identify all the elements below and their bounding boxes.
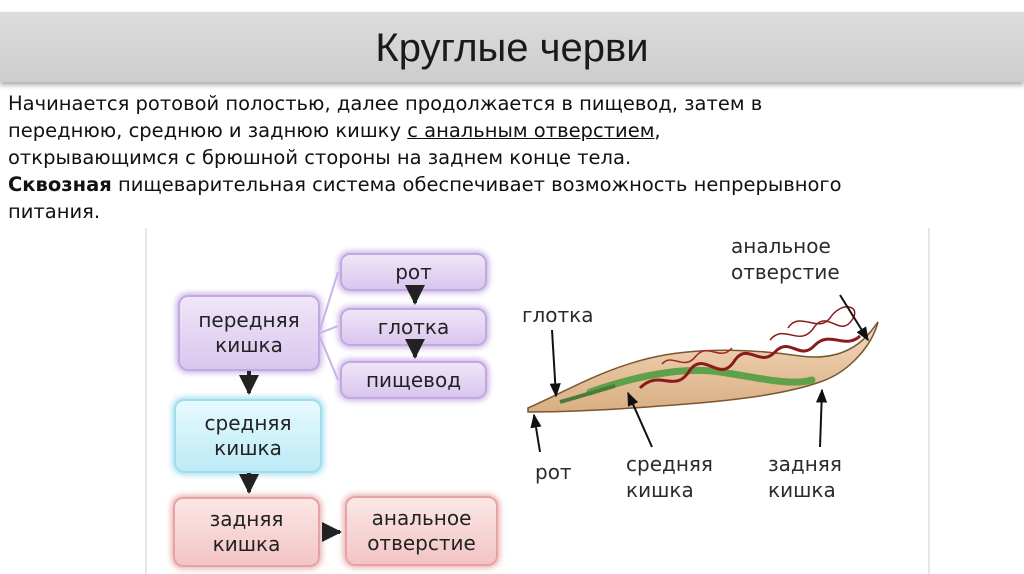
anus-box: анальное отверстие <box>345 496 498 566</box>
text-line-4: Сквозная пищеварительная система обеспеч… <box>8 171 1013 198</box>
worm-label-hind-gut-2: кишка <box>768 478 836 502</box>
hind-gut-box: задняя кишка <box>173 497 320 567</box>
front-gut-label-1: передняя <box>198 308 300 332</box>
worm-label-hind-gut: задняя кишка <box>768 451 842 503</box>
anus-label-1: анальное <box>371 506 472 530</box>
pointer-mouth <box>530 413 542 453</box>
text-line-2-start: переднюю, среднюю и заднюю кишку <box>8 119 408 142</box>
page-title: Круглые черви <box>375 26 649 70</box>
mid-gut-label-1: средняя <box>204 411 292 435</box>
worm-label-anus-1: анальное <box>731 234 831 258</box>
anus-emphasis: с анальным отверстием <box>407 119 655 142</box>
esophagus-label: пищевод <box>365 367 462 392</box>
pointer-anus <box>839 294 869 342</box>
flow-down-arrows <box>239 285 425 542</box>
flow-arrows <box>319 271 339 381</box>
worm-label-mid-gut: средняя кишка <box>626 451 713 503</box>
text-line-2-end: , <box>654 119 661 142</box>
panel-edge-right <box>928 228 930 574</box>
anus-label-2: отверстие <box>367 531 476 555</box>
worm-reproductive-coil <box>638 334 862 390</box>
worm-label-anus: анальное отверстие <box>731 233 840 285</box>
text-line-2: переднюю, среднюю и заднюю кишку с аналь… <box>8 117 1013 144</box>
esophagus-box: пищевод <box>340 361 487 399</box>
mouth-box: рот <box>340 253 487 291</box>
panel-edge-left <box>145 228 147 574</box>
worm-coil-thin-2 <box>661 347 733 365</box>
arrow-front-to-pharynx <box>319 325 339 334</box>
mid-gut-box: средняя кишка <box>174 399 322 473</box>
worm-pointers <box>530 294 869 453</box>
worm-midgut <box>586 366 816 396</box>
front-gut-label-2: кишка <box>215 333 283 357</box>
worm-label-pharynx: глотка <box>522 303 594 327</box>
worm-illustration <box>527 306 879 413</box>
worm-label-mid-gut-1: средняя <box>626 452 713 476</box>
text-line-3: открывающимся с брюшной стороны на задне… <box>8 146 632 169</box>
text-line-4-rest: пищеварительная система обеспечивает воз… <box>111 173 842 196</box>
worm-label-anus-2: отверстие <box>731 260 840 284</box>
mid-gut-label-2: кишка <box>214 436 282 460</box>
worm-label-hind-gut-1: задняя <box>768 452 842 476</box>
arrow-front-to-mouth <box>319 271 339 331</box>
text-line-5: питания. <box>8 200 101 223</box>
arrow-front-to-esophagus <box>319 336 339 381</box>
hind-gut-label-2: кишка <box>212 532 281 556</box>
pointer-hindgut <box>815 388 828 448</box>
text-line-1: Начинается ротовой полостью, далее продо… <box>8 92 763 115</box>
description-text: Начинается ротовой полостью, далее продо… <box>8 90 1013 225</box>
worm-pharynx <box>559 384 616 404</box>
worm-label-mouth: рот <box>535 460 572 484</box>
title-bar: Круглые черви <box>0 12 1024 82</box>
pharynx-label: глотка <box>377 314 450 339</box>
hind-gut-label-1: задняя <box>209 507 284 531</box>
worm-reproductive-coil-thin <box>769 306 856 341</box>
front-gut-box: передняя кишка <box>178 295 320 371</box>
through-system-term: Сквозная <box>8 173 112 196</box>
mouth-label: рот <box>395 259 432 284</box>
pointer-midgut <box>627 391 653 448</box>
pointer-pharynx <box>549 329 561 398</box>
worm-label-mid-gut-2: кишка <box>626 478 694 502</box>
